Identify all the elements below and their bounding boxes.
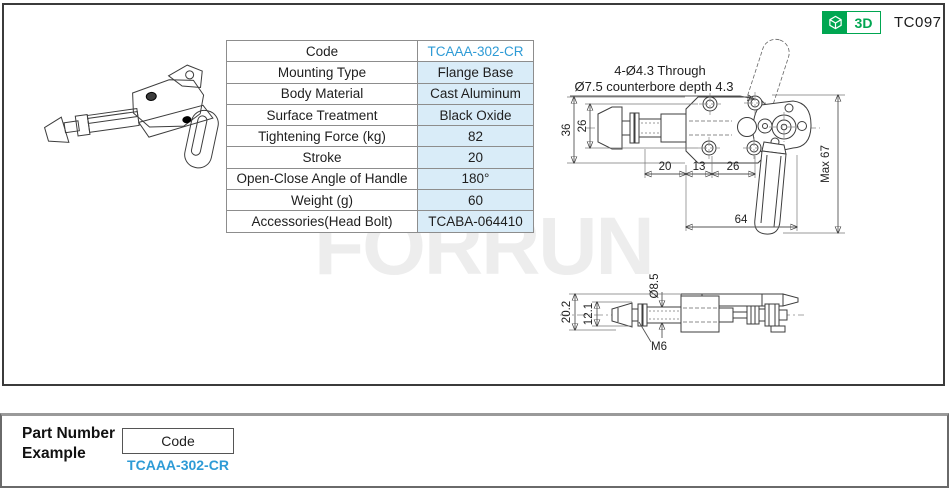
spec-value: 180° [417,167,534,191]
spec-value: 82 [417,125,534,148]
table-row: Open-Close Angle of Handle 180° [226,167,534,191]
part-number-title-line1: Part Number [22,425,116,442]
spec-value: Cast Aluminum [417,82,534,105]
spec-label: Surface Treatment [226,103,418,127]
spec-value: TCABA-064410 [417,210,534,233]
hole-callout: 4-Ø4.3 Through Ø7.5 counterbore depth 4.… [570,63,754,99]
clamp-body [132,79,205,128]
dimension-12-1: 12.1 [583,302,632,326]
svg-text:Max 67: Max 67 [820,145,832,183]
dimension-max67: Max 67 [772,95,845,233]
part-number-title: Part Number Example [22,424,115,464]
part-number-code-value[interactable]: TCAAA-302-CR [127,457,229,473]
page-code: TC097 [894,14,942,31]
table-row: Stroke 20 [226,146,534,169]
plunger-assembly [597,106,690,150]
body-sleeve [680,295,720,333]
table-row: Code TCAAA-302-CR [226,39,534,63]
dimension-36: 36 [561,97,685,163]
front-view-drawing: 4-Ø4.3 Through Ø7.5 counterbore depth 4.… [561,38,845,235]
table-row: Surface Treatment Black Oxide [226,103,534,127]
svg-text:12.1: 12.1 [583,303,595,325]
table-row: Accessories(Head Bolt) TCABA-064410 [226,210,534,233]
svg-text:26: 26 [727,161,740,173]
spec-label: Accessories(Head Bolt) [226,210,418,233]
spec-label: Weight (g) [226,189,418,212]
handle-closed-position [754,141,787,235]
spec-label: Mounting Type [226,61,418,84]
spec-label: Stroke [226,146,418,169]
spec-label: Open-Close Angle of Handle [226,167,418,191]
spec-label: Body Material [226,82,418,105]
code-label-box: Code [122,428,234,454]
spec-value: 20 [417,146,534,169]
table-row: Tightening Force (kg) 82 [226,125,534,148]
hole-note-line2: Ø7.5 counterbore depth 4.3 [574,79,733,94]
clamp-photo-group [43,64,214,143]
spec-table: Code TCAAA-302-CR Mounting Type Flange B… [226,39,534,233]
cube-3d-icon [823,12,847,33]
svg-text:20.2: 20.2 [561,301,573,323]
linkage-hardware [718,303,788,333]
red-handle-grip [184,109,219,169]
table-row: Body Material Cast Aluminum [226,82,534,105]
rubber-tip [43,116,70,143]
view-3d-button[interactable]: 3D [822,11,881,34]
dimension-rod-dia: Ø8.5 [649,274,662,338]
svg-text:Ø8.5: Ø8.5 [649,274,661,299]
spec-label: Tightening Force (kg) [226,125,418,148]
hole-note-line1: 4-Ø4.3 Through [614,63,706,78]
dimension-row-bottom: 20 13 26 [645,149,755,231]
base-plate [137,104,214,138]
table-row: Weight (g) 60 [226,189,534,212]
spindle-top-view [611,302,682,328]
dimension-64: 64 [686,155,797,231]
spec-value: 60 [417,189,534,212]
table-row: Mounting Type Flange Base [226,61,534,84]
top-view-drawing: Ø8.5 M6 20.2 12.1 [560,274,804,353]
svg-text:36: 36 [561,124,573,137]
part-number-title-line2: Example [22,445,86,462]
svg-text:64: 64 [735,214,748,226]
product-photo [43,64,219,169]
svg-text:13: 13 [693,161,706,173]
svg-text:M6: M6 [651,341,667,353]
spec-value: Flange Base [417,61,534,84]
lever-link [167,64,203,89]
badge-3d-label: 3D [854,14,873,31]
svg-text:20: 20 [659,161,672,173]
spec-value: Black Oxide [417,103,534,127]
svg-text:26: 26 [577,120,589,133]
stud [63,120,80,134]
dimension-26: 26 [577,104,698,148]
dimension-20-2: 20.2 [561,294,680,330]
spec-code-value[interactable]: TCAAA-302-CR [417,39,534,63]
spec-label: Code [226,39,418,63]
thread-callout: M6 [638,321,667,353]
